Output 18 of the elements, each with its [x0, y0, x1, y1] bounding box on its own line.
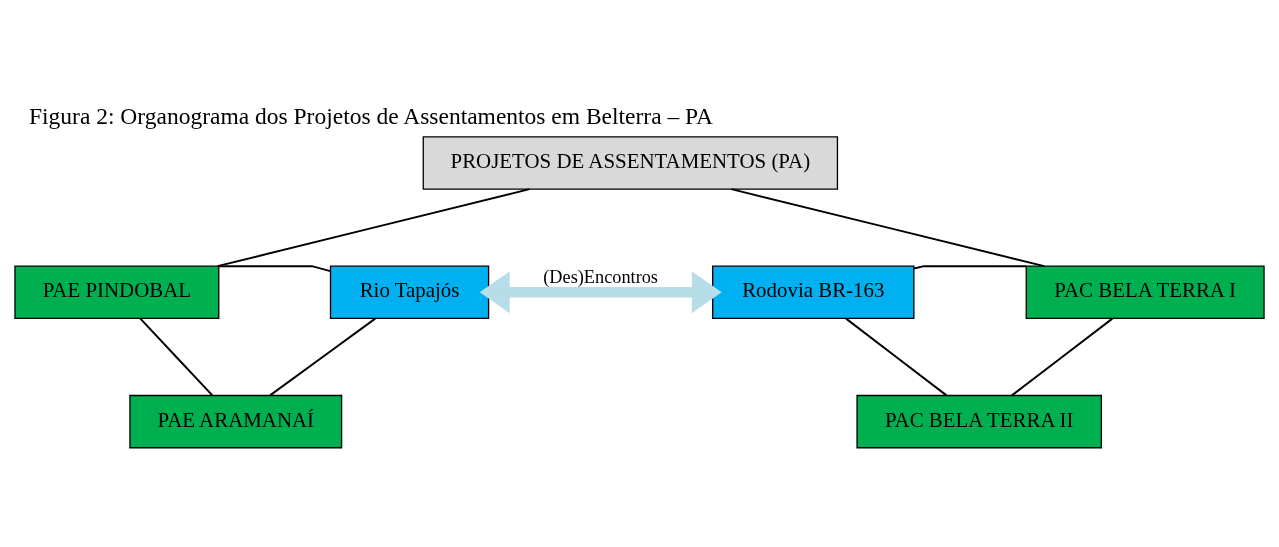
connector [913, 264, 1028, 269]
connector [730, 187, 1046, 267]
diagram-title: Figura 2: Organograma dos Projetos de Assentamentos em Belterra – PA [28, 102, 714, 129]
connector [218, 264, 332, 272]
connector [845, 317, 948, 396]
edge-label: (Des)Encontros [543, 266, 658, 287]
node-box: PAE ARAMANAÍ [129, 394, 343, 448]
node-box: PROJETOS DE ASSENTAMENTOS (PA) [422, 135, 839, 190]
node-box: PAE PINDOBAL [14, 265, 220, 319]
connector [269, 317, 377, 396]
arrow [479, 270, 722, 313]
connector [216, 187, 531, 267]
node-box: PAC BELA TERRA I [1025, 265, 1265, 319]
connector [1010, 317, 1114, 396]
node-box: PAC BELA TERRA II [856, 394, 1103, 448]
node-box: Rodovia BR-163 [712, 265, 915, 319]
connector [139, 317, 214, 396]
node-box: Rio Tapajós [329, 265, 490, 319]
